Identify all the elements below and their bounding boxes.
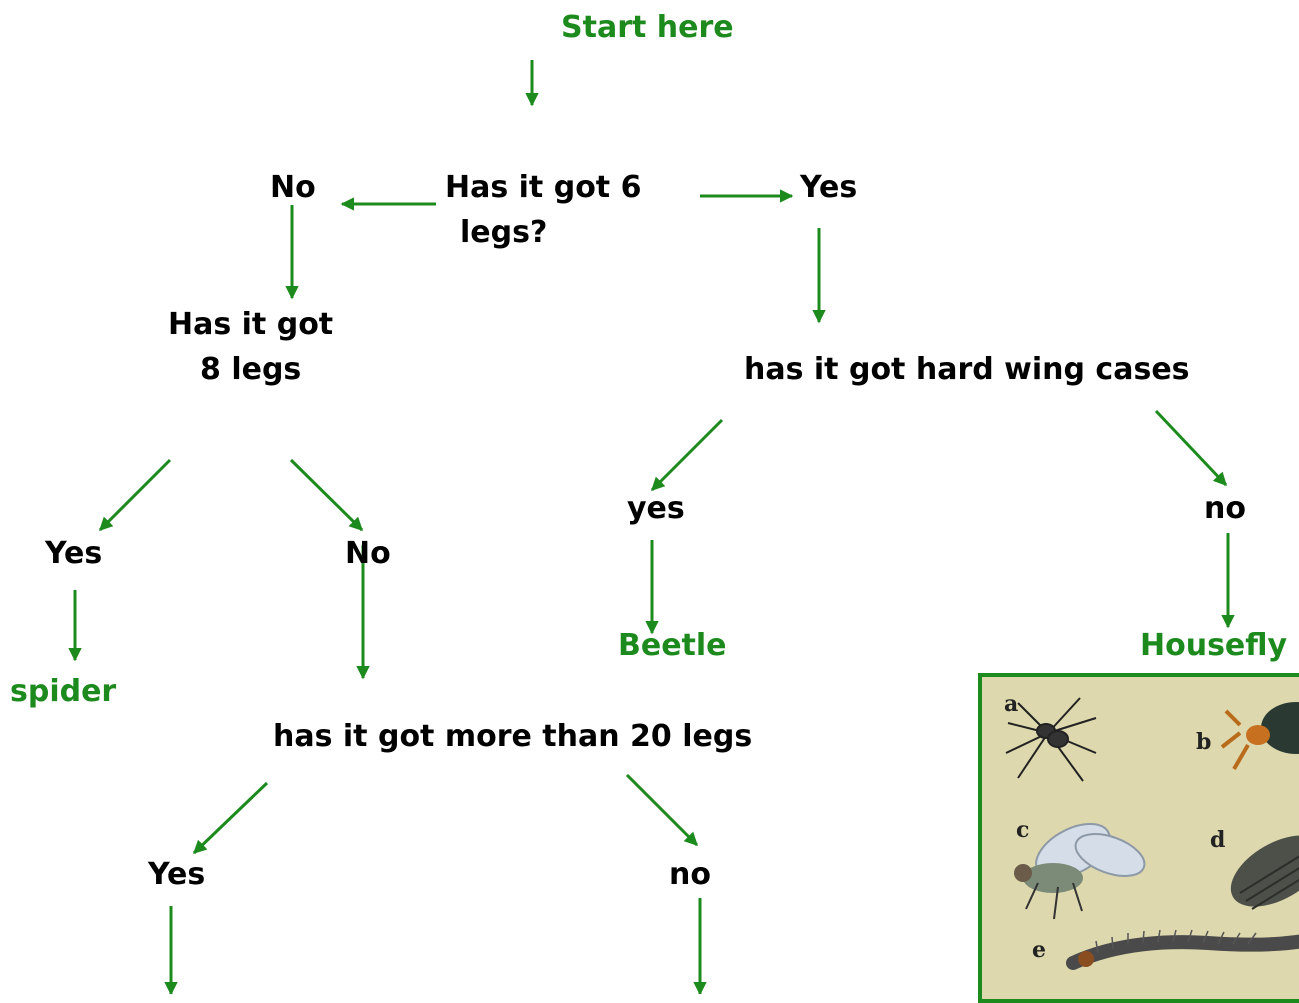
arrow-twenty-to-yes: [194, 783, 267, 853]
question-wing-cases: has it got hard wing cases: [744, 347, 1190, 392]
beetle-icon: [1222, 702, 1299, 769]
answer-yes-six-legs: Yes: [800, 165, 857, 210]
answer-yes-wing-cases: yes: [627, 486, 685, 531]
answer-no-eight-legs: No: [345, 531, 391, 576]
arrow-wing-to-yes: [652, 420, 722, 490]
start-label: Start here: [561, 5, 734, 50]
question-six-legs-line1: Has it got 6: [445, 165, 641, 210]
answer-yes-eight-legs: Yes: [45, 531, 102, 576]
result-spider: spider: [10, 669, 116, 714]
answer-yes-twenty-legs: Yes: [148, 852, 205, 897]
answer-no-twenty-legs: no: [669, 852, 711, 897]
housefly-icon: [1014, 813, 1150, 919]
question-twenty-legs: has it got more than 20 legs: [273, 714, 752, 759]
invertebrates-picture: a b c d e: [978, 673, 1299, 1003]
question-six-legs-line2: legs?: [460, 210, 547, 255]
question-eight-legs-line1: Has it got: [168, 302, 333, 347]
arrow-wing-to-no: [1156, 411, 1226, 485]
answer-no-six-legs: No: [270, 165, 316, 210]
result-beetle: Beetle: [618, 623, 727, 668]
arrow-twenty-to-no: [627, 775, 697, 845]
spider-icon: [1006, 698, 1096, 781]
arrow-eight-to-no: [291, 460, 362, 530]
answer-no-wing-cases: no: [1204, 486, 1246, 531]
question-eight-legs-line2: 8 legs: [200, 347, 301, 392]
arrow-eight-to-yes: [100, 460, 170, 530]
result-housefly: Housefly: [1140, 623, 1287, 668]
centipede-icon: [1073, 930, 1299, 967]
woodlouse-icon: [1219, 821, 1299, 921]
